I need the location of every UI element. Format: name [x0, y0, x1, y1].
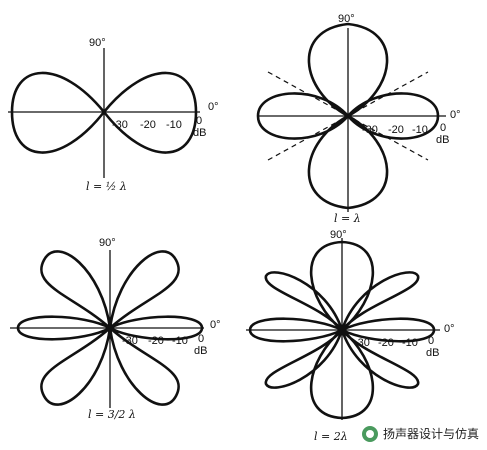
length-caption: l = 2λ	[314, 430, 348, 443]
tick-label: -30	[354, 337, 370, 349]
angle-90-label: 90°	[338, 13, 355, 25]
polar-panel-two: 90° 0° -30 -20 -10 0 dB l = 2λ	[246, 229, 455, 443]
tick-label: -20	[388, 124, 404, 136]
tick-label: -10	[402, 337, 418, 349]
length-caption: l = 3/2 λ	[88, 408, 136, 421]
radiation-lobes	[248, 240, 436, 420]
polar-panel-half: 90° 0° -30 -20 -10 0 dB l = ½ λ	[8, 37, 219, 193]
tick-label: -20	[378, 337, 394, 349]
wechat-icon	[361, 425, 378, 442]
angle-90-label: 90°	[330, 229, 347, 241]
db-unit-label: dB	[193, 127, 206, 139]
tick-label: -10	[166, 119, 182, 131]
tick-label: 0	[440, 122, 446, 134]
polar-panel-one: 90° 0° -30 -20 -10 0 dB l = λ	[256, 13, 461, 225]
db-unit-label: dB	[194, 345, 207, 357]
tick-label: -10	[172, 335, 188, 347]
angle-90-label: 90°	[89, 37, 106, 49]
tick-label: -20	[148, 335, 164, 347]
tick-label: -20	[140, 119, 156, 131]
radiation-lobes	[10, 71, 198, 154]
tick-label: 0	[428, 335, 434, 347]
tick-label: 0	[196, 115, 202, 127]
db-unit-label: dB	[436, 134, 449, 146]
tick-label: -30	[122, 335, 138, 347]
angle-0-label: 0°	[444, 323, 455, 335]
angle-0-label: 0°	[450, 109, 461, 121]
watermark-text: 扬声器设计与仿真	[382, 427, 479, 441]
tick-label: -30	[112, 119, 128, 131]
tick-label: 0	[198, 333, 204, 345]
tick-label: -10	[412, 124, 428, 136]
watermark: 扬声器设计与仿真	[361, 425, 479, 442]
radiation-lobes	[256, 22, 440, 210]
db-unit-label: dB	[426, 347, 439, 359]
length-caption: l = λ	[334, 212, 361, 225]
tick-label: -30	[362, 124, 378, 136]
length-caption: l = ½ λ	[86, 180, 127, 193]
angle-0-label: 0°	[210, 319, 221, 331]
radiation-lobes	[16, 250, 204, 406]
angle-0-label: 0°	[208, 101, 219, 113]
polar-panel-threehalf: 90° 0° -30 -20 -10 0 dB l = 3/2 λ	[10, 237, 221, 421]
angle-90-label: 90°	[99, 237, 116, 249]
